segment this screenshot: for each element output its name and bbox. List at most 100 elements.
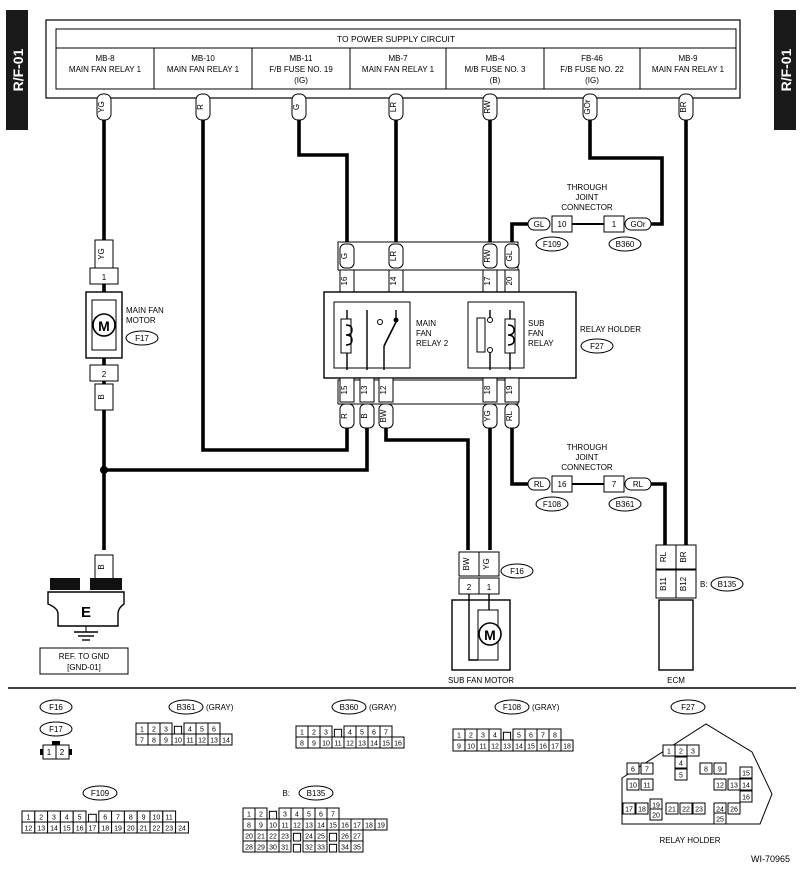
svg-text:MAIN FAN: MAIN FAN [126, 306, 164, 315]
svg-text:MAIN FAN RELAY 1: MAIN FAN RELAY 1 [69, 65, 142, 74]
svg-text:26: 26 [341, 834, 349, 841]
svg-text:14: 14 [222, 738, 230, 745]
svg-text:RELAY: RELAY [528, 339, 554, 348]
svg-text:(GRAY): (GRAY) [206, 703, 234, 712]
svg-text:13: 13 [730, 783, 738, 790]
svg-text:B361: B361 [177, 703, 196, 712]
svg-text:THROUGH: THROUGH [567, 183, 608, 192]
svg-text:10: 10 [269, 823, 277, 830]
svg-text:FB-46: FB-46 [581, 54, 603, 63]
svg-text:MOTOR: MOTOR [126, 316, 156, 325]
svg-text:15: 15 [742, 771, 750, 778]
svg-text:22: 22 [153, 826, 161, 833]
svg-text:16: 16 [539, 744, 547, 751]
svg-text:13: 13 [37, 826, 45, 833]
svg-text:JOINT: JOINT [575, 453, 598, 462]
svg-text:M: M [484, 627, 496, 643]
svg-text:10: 10 [322, 741, 330, 748]
svg-text:13: 13 [503, 744, 511, 751]
svg-text:1: 1 [102, 273, 107, 282]
svg-text:12: 12 [346, 741, 354, 748]
svg-text:9: 9 [259, 823, 263, 830]
svg-text:11: 11 [334, 741, 341, 748]
svg-text:RELAY HOLDER: RELAY HOLDER [659, 836, 720, 845]
svg-text:F27: F27 [681, 703, 695, 712]
svg-text:24: 24 [305, 834, 313, 841]
svg-text:12: 12 [716, 783, 724, 790]
svg-text:(B): (B) [490, 76, 501, 85]
svg-text:GOr: GOr [583, 99, 592, 114]
svg-text:1: 1 [612, 220, 617, 229]
svg-text:2: 2 [469, 733, 473, 740]
svg-text:17: 17 [483, 276, 492, 285]
svg-text:F108: F108 [543, 500, 562, 509]
svg-text:8: 8 [152, 738, 156, 745]
pin-box [504, 377, 520, 403]
svg-text:8: 8 [129, 815, 133, 822]
svg-text:FAN: FAN [528, 329, 544, 338]
svg-text:12: 12 [25, 826, 33, 833]
svg-text:6: 6 [103, 815, 107, 822]
svg-text:1: 1 [26, 815, 30, 822]
svg-text:1: 1 [247, 812, 251, 819]
svg-text:29: 29 [257, 845, 265, 852]
svg-text:(IG): (IG) [585, 76, 599, 85]
wire-tag [388, 93, 404, 121]
svg-text:11: 11 [186, 738, 193, 745]
svg-text:24: 24 [178, 826, 186, 833]
svg-text:RW: RW [483, 249, 492, 263]
power-source-cell: FB-46F/B FUSE NO. 22(IG) [543, 48, 624, 89]
svg-text:B360: B360 [616, 240, 635, 249]
svg-text:18: 18 [638, 807, 646, 814]
wire-tag [482, 243, 498, 269]
svg-text:B:: B: [282, 789, 290, 798]
svg-text:G: G [292, 104, 301, 110]
diagram-code: WI-70965 [751, 854, 790, 864]
svg-text:15: 15 [382, 741, 390, 748]
wire-tag [359, 403, 375, 429]
sub-fan-motor: BW YG 2 1 F16 M SUB FAN MOTOR [448, 551, 534, 685]
wire-tag [482, 93, 498, 121]
ground: B E REF. TO GND [GND-01] [39, 554, 129, 675]
svg-text:M: M [98, 318, 110, 334]
svg-text:YG: YG [482, 558, 491, 570]
svg-text:19: 19 [652, 803, 660, 810]
svg-text:16: 16 [341, 823, 349, 830]
power-supply-title: TO POWER SUPPLY CIRCUIT [337, 34, 455, 44]
svg-text:7: 7 [612, 480, 617, 489]
svg-text:6: 6 [529, 733, 533, 740]
svg-text:16: 16 [76, 826, 84, 833]
power-source-cell: MB-4M/B FUSE NO. 3(B) [445, 48, 526, 89]
svg-text:18: 18 [483, 385, 492, 394]
pin-box [482, 377, 498, 403]
svg-text:RL: RL [633, 480, 644, 489]
svg-text:MB-7: MB-7 [388, 54, 408, 63]
svg-text:5: 5 [679, 773, 683, 780]
svg-text:15: 15 [63, 826, 71, 833]
svg-text:14: 14 [317, 823, 325, 830]
svg-text:2: 2 [312, 730, 316, 737]
svg-text:14: 14 [389, 276, 398, 285]
svg-text:18: 18 [365, 823, 373, 830]
svg-text:20: 20 [245, 834, 253, 841]
svg-text:22: 22 [682, 807, 690, 814]
svg-text:F16: F16 [49, 703, 63, 712]
svg-text:MB-11: MB-11 [290, 54, 314, 63]
svg-text:SUB: SUB [528, 319, 544, 328]
main-fan-motor: YG 1 M MAIN FAN MOTOR F17 2 B [85, 239, 164, 411]
svg-text:23: 23 [695, 807, 703, 814]
svg-text:3: 3 [691, 749, 695, 756]
svg-text:3: 3 [52, 815, 56, 822]
svg-text:REF. TO GND: REF. TO GND [59, 652, 110, 661]
wire-tag [378, 403, 394, 429]
svg-text:9: 9 [312, 741, 316, 748]
through-joint-1: THROUGH JOINT CONNECTOR GL 10 1 GOr F109… [527, 183, 652, 252]
wire-tag [504, 243, 520, 269]
svg-text:2: 2 [152, 727, 156, 734]
